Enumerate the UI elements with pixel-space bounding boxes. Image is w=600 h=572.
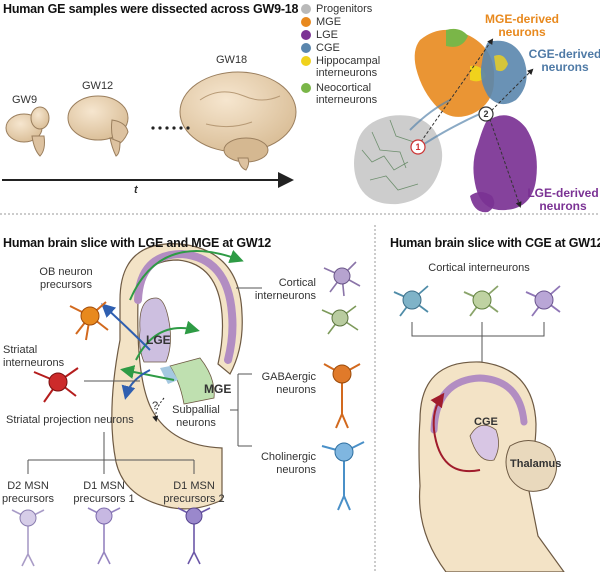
time-axis-label: t [134, 184, 138, 196]
ob-label: OB neuron [39, 266, 93, 278]
d1a-label: D1 MSN [83, 480, 125, 492]
thalamus-label: Thalamus [510, 458, 562, 470]
umap-mge-label: MGE-derived [484, 12, 560, 26]
cortical-label: Cortical [278, 277, 316, 289]
lge-trajectory [487, 113, 522, 208]
cge-region-label: CGE [474, 416, 498, 428]
subpallial-label: Subpallial [172, 404, 220, 416]
cge-slice [418, 361, 565, 572]
d1b-label: D1 MSN [173, 480, 215, 492]
cge-interneuron-cells [393, 285, 561, 317]
ob-neuron-cell [69, 301, 109, 341]
bottom-left-title: Human brain slice with LGE and MGE at GW… [3, 236, 272, 250]
legend-mge: MGE [316, 16, 342, 28]
gaba-label-2: neurons [276, 384, 316, 396]
umap-marker-2-label: 2 [483, 109, 489, 119]
marker-2 [478, 106, 494, 122]
brain-gw18 [179, 71, 297, 171]
umap-cge-label: CGE-derived [528, 47, 600, 61]
d1-msn-2-cell [177, 507, 211, 565]
cge-connectors [411, 322, 545, 368]
cortical-interneuron-cell-1 [323, 261, 361, 297]
ellipsis-dots [151, 126, 190, 130]
gaba-label: GABAergic [261, 371, 316, 383]
striatal-interneuron-cell [33, 367, 79, 403]
umap-marker-1-label: 1 [415, 142, 421, 152]
legend-progenitors: Progenitors [316, 3, 373, 15]
legend-dot-hippocampal [301, 56, 311, 66]
legend-dot-lge [301, 30, 311, 40]
umap-lge-label: LGE-derived [527, 186, 599, 200]
legend-dot-progenitors [301, 4, 311, 14]
cholinergic-label-2: neurons [276, 464, 316, 476]
bottom-right-title: Human brain slice with CGE at GW12 [390, 236, 600, 250]
gabaergic-neuron-cell [323, 363, 361, 429]
cortical-label-2: interneurons [254, 290, 316, 302]
stage-label-gw18: GW18 [216, 54, 248, 66]
lge-mge-connectors [27, 287, 262, 474]
mge-region-label: MGE [204, 382, 232, 396]
striatal-proj-label: Striatal projection neurons [6, 414, 134, 426]
stage-label-gw9: GW9 [12, 94, 38, 106]
d1a-label-2: precursors 1 [73, 493, 135, 505]
umap-cge-cloud [480, 40, 527, 105]
legend-dot-mge [301, 17, 311, 27]
d1b-label-2: precursors 2 [163, 493, 225, 505]
legend-neocortical: Neocortical [316, 82, 372, 94]
top-left-title: Human GE samples were dissected across G… [3, 2, 299, 16]
d1-msn-1-cell [87, 507, 121, 565]
d2-label: D2 MSN [7, 480, 49, 492]
brain-gw9 [5, 106, 50, 157]
striatal-int-label: Striatal [3, 344, 38, 356]
umap-mge-cloud [414, 28, 495, 117]
cortical-interneuron-cell-2 [321, 305, 359, 335]
legend-dot-neocortical [301, 83, 311, 93]
umap-mge-label-2: neurons [498, 25, 546, 39]
stage-label-gw12: GW12 [82, 80, 114, 92]
umap-lge-label-2: neurons [539, 199, 587, 213]
umap-progenitors-cloud [354, 115, 443, 205]
legend-cge: CGE [316, 42, 340, 54]
question-mark: ? [152, 400, 159, 412]
cge-cortical-label: Cortical interneurons [428, 262, 530, 274]
marker-1 [410, 139, 426, 155]
ob-label-2: precursors [40, 279, 92, 291]
cholinergic-label: Cholinergic [260, 451, 316, 463]
d2-msn-cell [11, 509, 45, 567]
legend-hippocampal: Hippocampal [316, 55, 381, 67]
d2-label-2: precursors [2, 493, 54, 505]
brain-gw12 [67, 95, 129, 157]
mge-trajectory [417, 38, 494, 147]
legend-lge: LGE [316, 29, 339, 41]
lge-region-label: LGE [146, 333, 171, 347]
legend-dot-cge [301, 43, 311, 53]
lge-mge-slice [101, 243, 244, 510]
striatal-int-label-2: interneurons [3, 357, 65, 369]
legend-neocortical-2: interneurons [316, 94, 378, 106]
cholinergic-neuron-cell [321, 441, 365, 511]
subpallial-label-2: neurons [176, 417, 216, 429]
umap-cge-label-2: neurons [541, 60, 589, 74]
legend-hippocampal-2: interneurons [316, 67, 378, 79]
cge-trajectory [487, 68, 534, 115]
